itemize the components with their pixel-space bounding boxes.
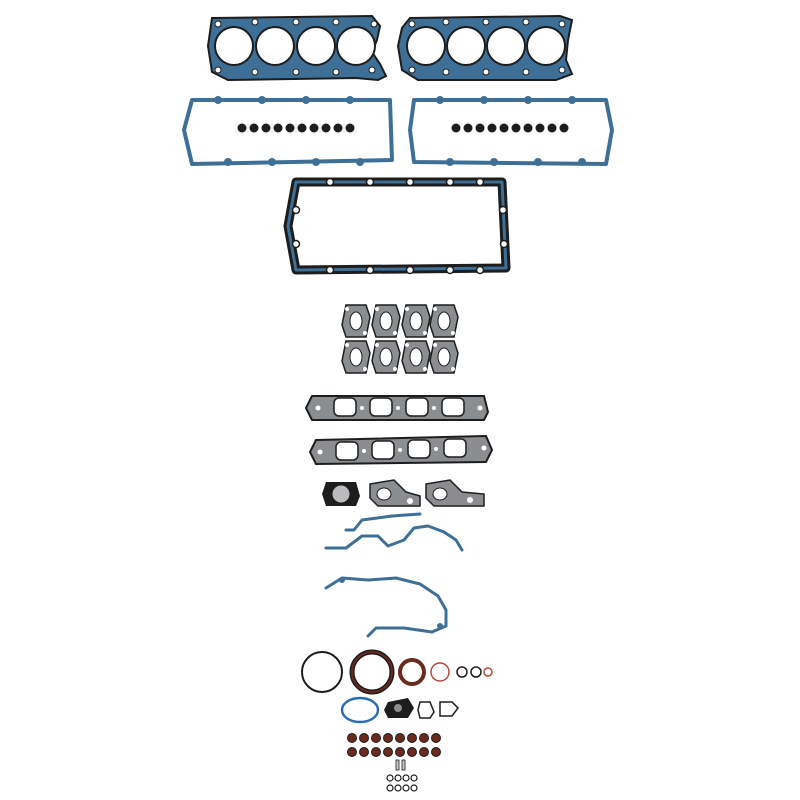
water-outlet-gasket-left <box>369 479 421 507</box>
timing-cover-gasket-upper <box>324 512 464 552</box>
head-gasket-left <box>206 14 388 82</box>
throttle-body-gasket <box>322 482 360 506</box>
misc-small-gaskets <box>340 696 459 724</box>
small-orings <box>386 774 418 792</box>
valve-cover-gasket-left <box>182 96 394 166</box>
spark-plug-tube-seals-left <box>237 123 355 133</box>
intake-manifold-gasket-lower <box>308 434 494 466</box>
valve-cover-gasket-right <box>408 96 614 166</box>
dowel-pins <box>395 759 406 771</box>
exhaust-manifold-gaskets <box>341 304 459 374</box>
valve-stem-seals <box>347 733 441 757</box>
head-gasket-right <box>396 14 574 81</box>
timing-cover-gasket-lower <box>324 576 448 638</box>
spark-plug-tube-seals-right <box>451 123 569 133</box>
crank-seals-and-orings <box>301 649 493 695</box>
intake-manifold-gasket-upper <box>304 395 490 421</box>
water-outlet-gasket-right <box>425 479 485 507</box>
oil-pan-gasket <box>283 177 511 275</box>
